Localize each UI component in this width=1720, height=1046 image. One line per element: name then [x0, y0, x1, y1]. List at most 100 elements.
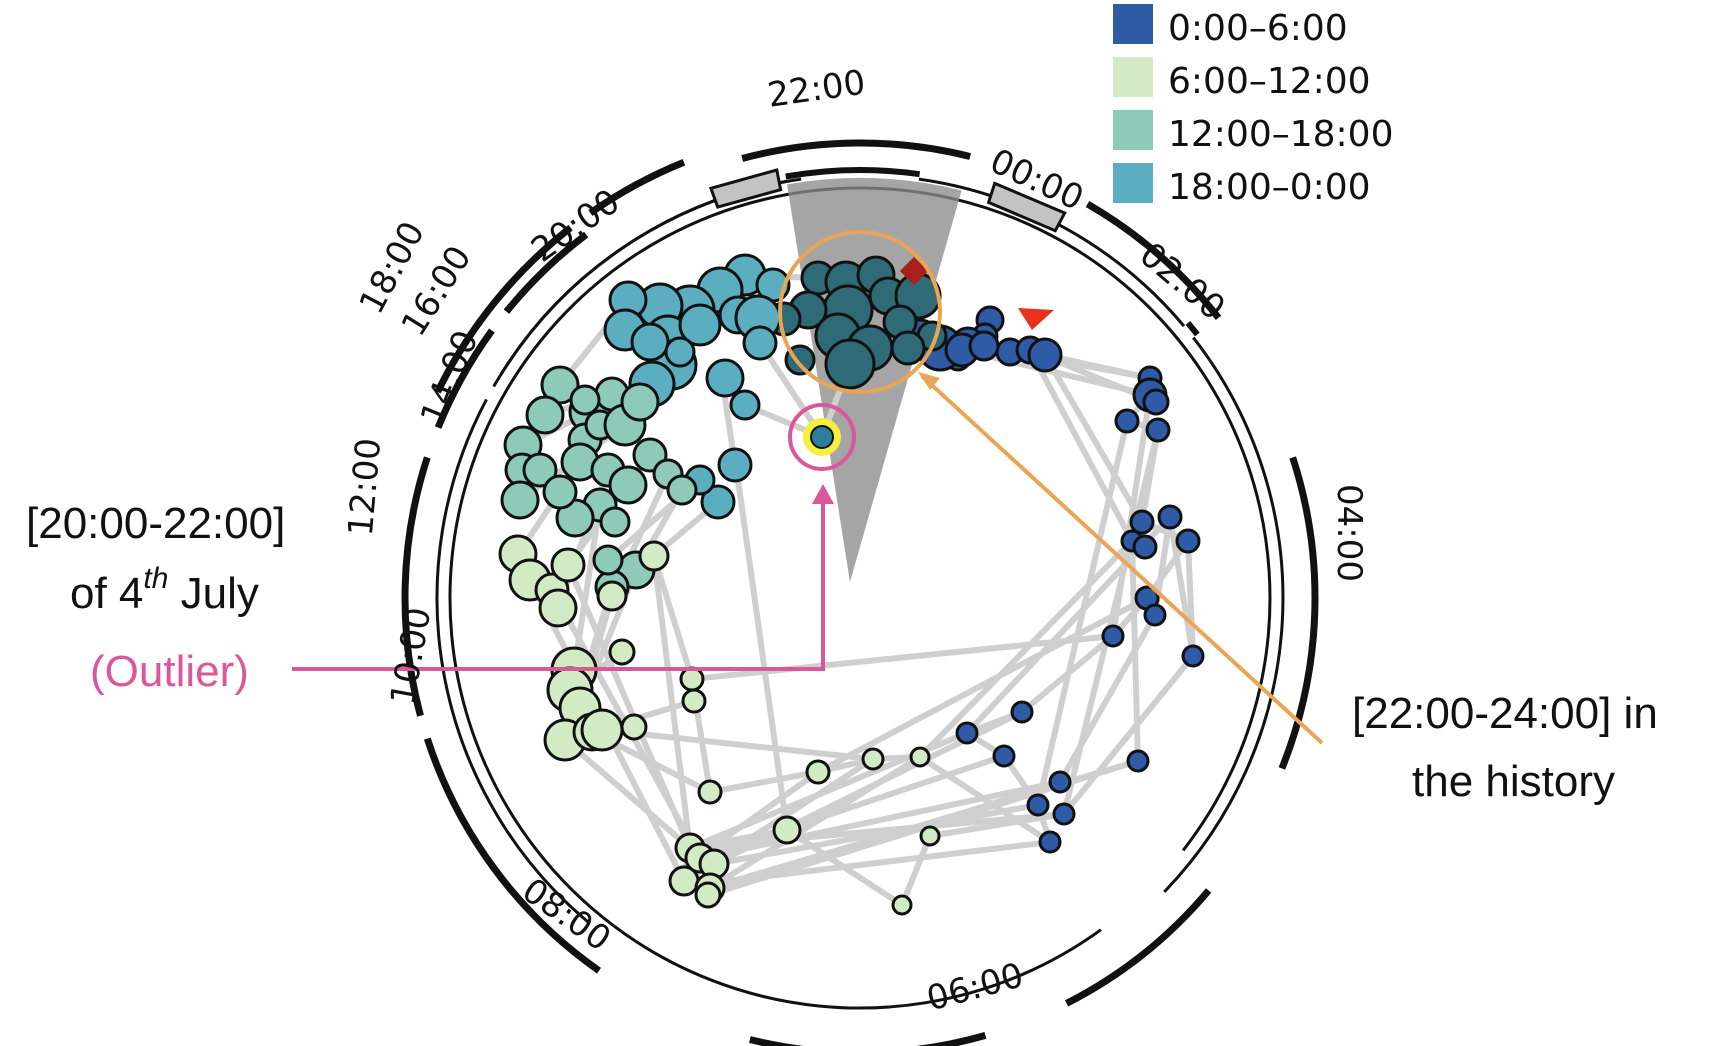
time-tick-label: 06:00 [923, 955, 1028, 1019]
node [500, 480, 540, 520]
edge [697, 779, 1063, 861]
node [955, 721, 979, 745]
node [1114, 408, 1140, 434]
node [1026, 793, 1050, 817]
legend-label-3: 18:00–0:00 [1168, 167, 1371, 208]
time-range-arc [1278, 456, 1319, 770]
history-pointer-line [920, 374, 1324, 745]
edge [1027, 347, 1135, 544]
outlier-highlight-circle [788, 403, 856, 471]
right-annotation-line1: [22:00-24:00] in [1352, 689, 1658, 738]
node [1143, 603, 1167, 627]
edge [815, 595, 1150, 775]
time-tick-label: 02:00 [1132, 235, 1233, 329]
time-range-arc [1065, 888, 1212, 1007]
edge [599, 727, 876, 762]
history-highlight-circle [778, 230, 942, 394]
node [599, 506, 631, 538]
node [1052, 802, 1076, 826]
node [550, 547, 586, 583]
node [1145, 417, 1171, 443]
nodes [498, 253, 1205, 916]
edge [1061, 653, 1196, 817]
node [919, 825, 941, 847]
legend: 0:00–6:00 6:00–12:00 12:00–18:00 18:00–0… [1113, 4, 1394, 208]
legend-label-2: 12:00–18:00 [1168, 114, 1394, 155]
left-annotation-prefix: of 4 [70, 569, 143, 618]
history-arrowhead [918, 372, 940, 390]
outlier-node [810, 425, 834, 449]
node [861, 747, 885, 771]
node [891, 894, 913, 916]
node [678, 303, 722, 347]
node [824, 338, 876, 390]
time-range-arc [434, 328, 495, 429]
outlier-label: (Outlier) [90, 647, 249, 696]
node [1142, 388, 1170, 416]
node [890, 330, 926, 366]
main-ring [448, 186, 1272, 1010]
outlier-arrowhead [812, 484, 834, 504]
node [697, 779, 723, 805]
time-range-arc [749, 1032, 987, 1046]
node [1010, 700, 1034, 724]
outer-arcs [401, 139, 1319, 1046]
edge [651, 553, 693, 851]
time-range-arc [1085, 200, 1222, 321]
node [630, 322, 670, 362]
node [909, 746, 931, 768]
time-range-arc [401, 456, 431, 717]
node [666, 474, 698, 506]
outlier-pointer-line [292, 497, 825, 671]
inner-ring-segment [918, 177, 1186, 328]
node [608, 465, 648, 505]
edge [707, 754, 923, 891]
node [1157, 504, 1183, 530]
node [569, 384, 601, 416]
red-triangle-marker [1018, 308, 1054, 330]
time-tick-label: 10:00 [383, 604, 439, 707]
node [1126, 749, 1150, 773]
node [1038, 830, 1062, 854]
node [992, 744, 1016, 768]
time-range-arc [423, 737, 602, 974]
node [542, 474, 578, 510]
time-tick-label: 04:00 [1329, 484, 1369, 582]
node [742, 325, 778, 361]
node [805, 759, 831, 785]
node [694, 881, 722, 909]
edge [1061, 427, 1161, 817]
edge [917, 538, 1135, 760]
inner-ring-segment [1185, 320, 1200, 337]
node [1027, 337, 1063, 373]
node [1181, 644, 1205, 668]
time-tick-label: 12:00 [341, 436, 389, 537]
node [664, 336, 696, 368]
node [525, 395, 565, 435]
inner-ring-segment [785, 167, 921, 180]
edge [711, 802, 1041, 867]
edge [699, 839, 1053, 887]
node [620, 382, 660, 422]
node [1048, 770, 1072, 794]
node [1175, 528, 1201, 554]
ring-box [708, 168, 783, 209]
edge [651, 553, 695, 682]
node [772, 815, 802, 845]
node [1132, 534, 1158, 560]
node [968, 330, 1000, 362]
inner-ring-segment [1163, 336, 1285, 893]
left-annotation-line1: [20:00-22:00] [26, 499, 285, 548]
legend-swatch-0 [1113, 4, 1153, 44]
inner-ring-segment [435, 398, 590, 924]
node [705, 358, 745, 398]
time-range-arc [588, 158, 686, 216]
left-annotation-suffix: July [168, 569, 258, 618]
node [638, 540, 670, 572]
node [681, 688, 707, 714]
node [1129, 509, 1155, 535]
ring-box [986, 181, 1067, 233]
node [522, 452, 558, 488]
node [580, 708, 624, 752]
